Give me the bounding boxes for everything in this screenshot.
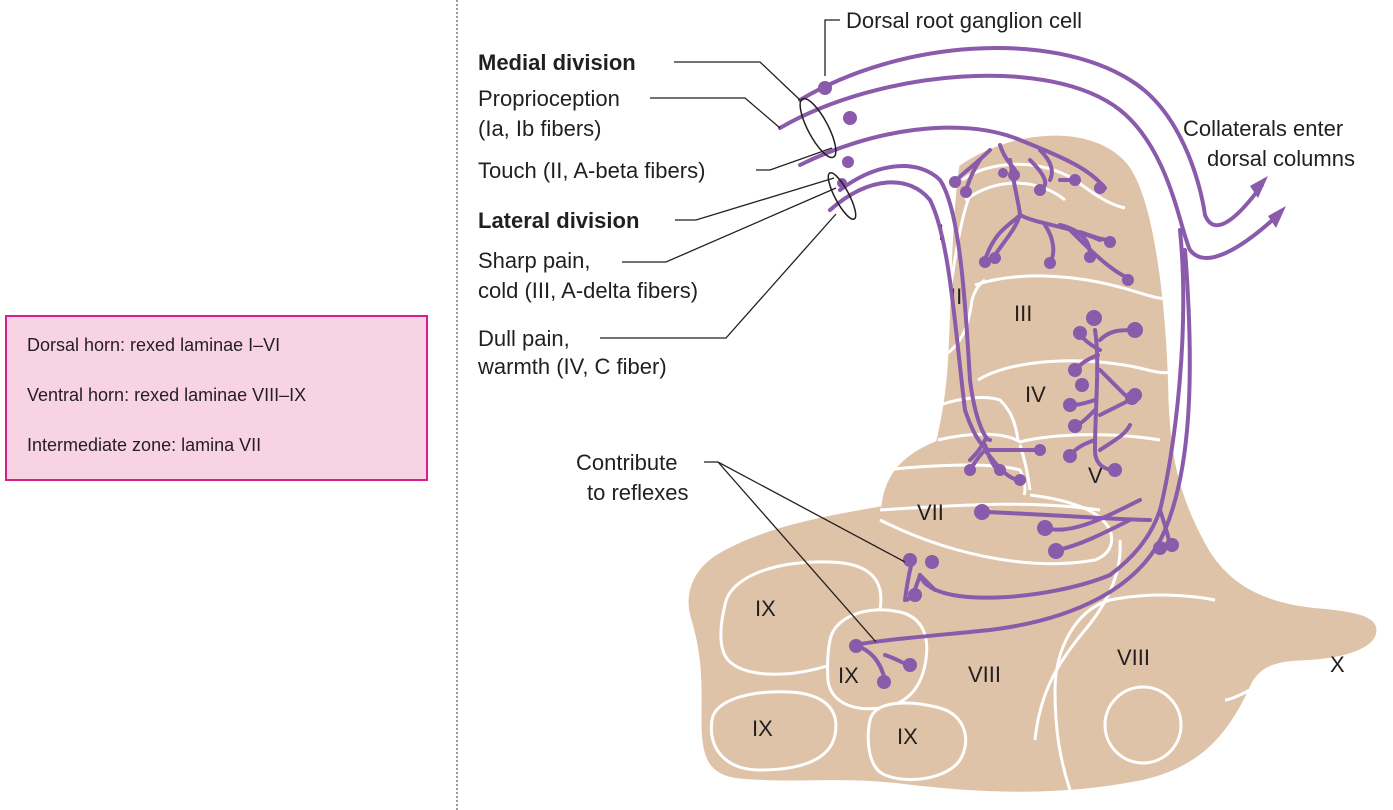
touch-label: Touch (II, A-beta fibers) (478, 158, 705, 183)
sharp-pain-fibers-label: cold (III, A-delta fibers) (478, 278, 698, 303)
lamina-ix-label-3: IX (752, 716, 773, 741)
dull-pain-fibers-label: warmth (IV, C fiber) (477, 354, 667, 379)
collaterals-label: Collaterals enter (1183, 116, 1343, 141)
medial-division-label: Medial division (478, 50, 636, 75)
lamina-viii-right-label: VIII (1117, 645, 1150, 670)
lamina-ix-label-1: IX (755, 596, 776, 621)
lamina-iii-label: III (1014, 301, 1032, 326)
proprioception-label: Proprioception (478, 86, 620, 111)
contribute-label: Contribute (576, 450, 678, 475)
arrow-2 (1268, 206, 1286, 228)
dorsal-column-arrows (1250, 176, 1286, 228)
lateral-division-ring (824, 170, 861, 222)
sharp-pain-label: Sharp pain, (478, 248, 591, 273)
lateral-division-label: Lateral division (478, 208, 639, 233)
lamina-ix-label-2: IX (838, 663, 859, 688)
lamina-vii-label: VII (917, 500, 944, 525)
collaterals-columns-label: dorsal columns (1207, 146, 1355, 171)
drg-cell-label: Dorsal root ganglion cell (846, 8, 1082, 33)
lamina-viii-circle (1105, 687, 1181, 763)
reflexes-label: to reflexes (587, 480, 689, 505)
lamina-ix-label-4: IX (897, 724, 918, 749)
lamina-viii-left-label: VIII (968, 662, 1001, 687)
lamina-iv-label: IV (1025, 382, 1046, 407)
proprioception-fibers-label: (Ia, Ib fibers) (478, 116, 601, 141)
lamina-x-label: X (1330, 652, 1345, 677)
dull-pain-label: Dull pain, (478, 326, 570, 351)
